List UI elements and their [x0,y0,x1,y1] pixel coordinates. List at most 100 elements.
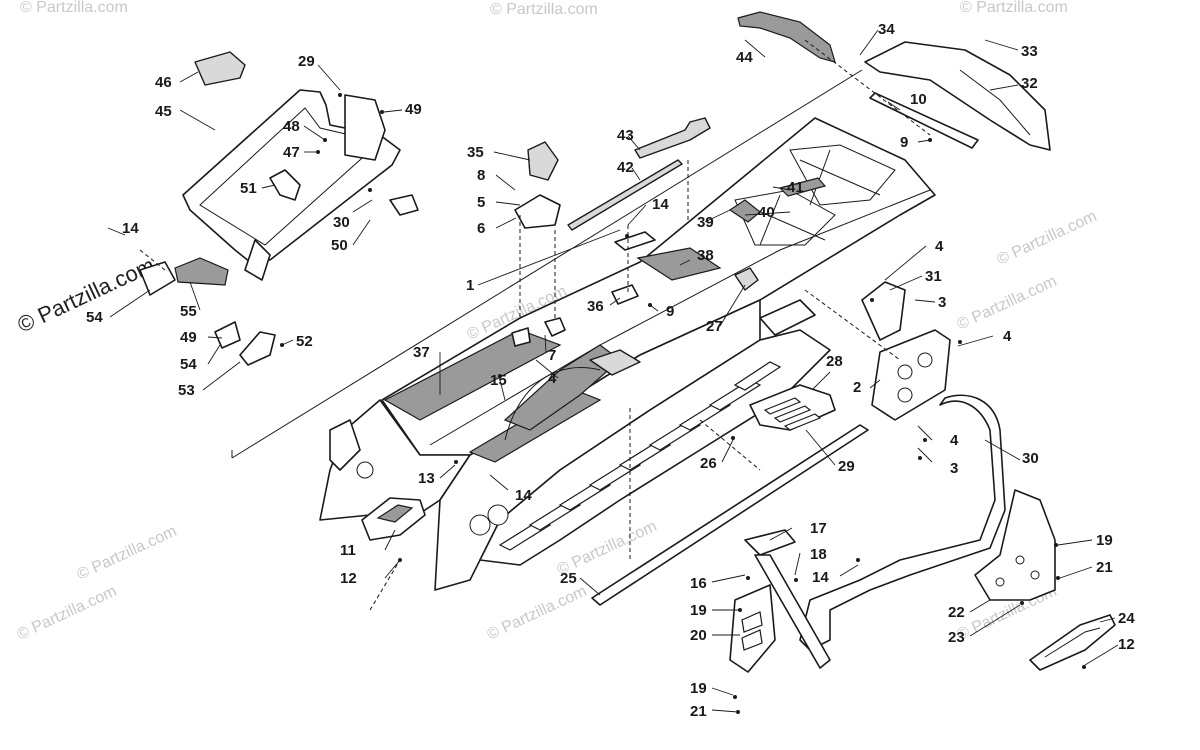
callout-label: 42 [617,159,634,176]
bolt [368,188,372,192]
rear-flap-assembly [864,41,1051,151]
mount-block [589,349,641,376]
callout-label: 41 [787,179,804,196]
watermark-text: © Partzilla.com [485,583,590,644]
tunnel-hole [469,514,491,536]
watermark-text: © Partzilla.com [490,1,598,18]
rear-handle-inner [1044,627,1101,658]
fasteners [398,138,1086,714]
alignment-line [139,249,166,271]
front-bumper-assembly [139,51,419,366]
callout-label: 2 [853,379,861,396]
latch-small-5 [511,327,531,347]
callout-label: 38 [697,247,714,264]
callout-label: 6 [477,220,485,237]
bolt [380,110,384,114]
latch-bracket-6 [514,194,561,229]
bumper-mount-right [344,94,386,161]
callout-label: 51 [240,180,257,197]
tunnel-rod-42 [567,159,683,231]
deck-pad-38 [636,247,722,281]
callout-label: 55 [180,303,197,320]
callout-label: 47 [283,144,300,161]
bumper-bracket-left [861,281,906,341]
watermark-text: © Partzilla.com [955,273,1060,334]
callout-label: 25 [560,570,577,587]
bracket-17 [744,529,796,556]
callout-label: 31 [925,268,942,285]
snow-flap-bracket [974,489,1056,601]
callout-label: 18 [810,546,827,563]
tunnel-assembly [319,117,936,591]
callout-label: 34 [878,21,895,38]
callout-label: 32 [1021,75,1038,92]
rear-cross-piece [759,299,816,336]
callout-label: 48 [283,118,300,135]
bumper-bracket-53 [239,331,276,366]
callout-label: 4 [1003,328,1012,345]
bumper-block-54b [214,321,241,349]
rear-flap [864,41,1051,151]
callout-label: 3 [938,294,946,311]
tunnel-strip-43 [634,117,711,159]
bracket-hole [897,387,913,403]
callout-label: 11 [340,542,356,559]
callout-label: 7 [548,347,556,364]
rear-rubber-strip [737,11,836,63]
callout-label: 12 [340,570,357,587]
callout-label: 24 [1118,610,1135,627]
callout-label: 39 [697,214,714,231]
callout-label: 19 [1096,532,1113,549]
callout-label: 49 [405,101,422,118]
callout-label: 1 [466,277,474,294]
callout-label: 4 [935,238,944,255]
latch-cover-35 [527,141,559,181]
latch-51 [269,169,301,201]
callout-label: 21 [1096,559,1113,576]
callout-label: 16 [690,575,707,592]
callout-label: 33 [1021,43,1038,60]
deck-pad-41 [778,177,827,197]
flap-strip-10 [869,92,979,149]
alignment-line [804,39,931,136]
callout-label: 13 [418,470,435,487]
callout-label: 14 [652,196,669,213]
callout-label: 50 [331,237,348,254]
watermark-text: © Partzilla.com [15,583,120,644]
callout-label: 15 [490,372,507,389]
callout-label: 54 [86,309,103,326]
callout-label: 54 [180,356,197,373]
tunnel-deck-edge [429,189,931,446]
callout-label: 37 [413,344,430,361]
alignment-line [699,419,761,471]
callout-label: 5 [477,194,485,211]
running-board-strip-25 [591,424,869,606]
cap-46 [194,51,246,86]
foot-step-insert [376,504,414,523]
callout-label: 20 [690,627,707,644]
flap-hole [1030,570,1040,580]
callout-label: 17 [810,520,827,537]
callout-label: 53 [178,382,195,399]
foot-grip-slots [763,397,822,431]
bumper-block-54 [139,261,176,296]
rear-bumper-tube [799,394,1006,651]
bumper-mount-left [244,239,271,281]
front-bulkhead-tab [329,419,361,471]
callout-label: 45 [155,103,172,120]
guard-20-slots [741,611,763,651]
bracket-hole [917,352,933,368]
deck-pad-40 [728,199,761,223]
callout-label: 9 [666,303,674,320]
watermark-text: © Partzilla.com [20,0,128,16]
callout-label: 9 [900,134,908,151]
callout-label: 19 [690,602,707,619]
bracket-hole [897,364,913,380]
callout-label: 30 [333,214,350,231]
leader-lines [107,29,1119,713]
tunnel-hole [487,504,509,526]
callout-label: 3 [950,460,958,477]
deck-bracket-27 [734,267,759,291]
